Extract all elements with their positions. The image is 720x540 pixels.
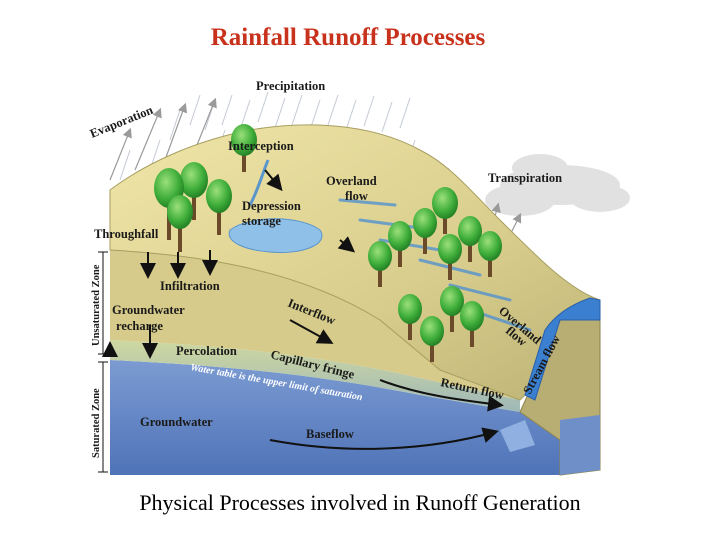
tree-icon [398,294,422,340]
diagram-title: Rainfall Runoff Processes [210,24,486,51]
label-groundwater: Groundwater [140,415,213,429]
label-percolation: Percolation [176,344,237,358]
diagram-caption: Physical Processes involved in Runoff Ge… [139,490,581,515]
label-throughfall: Throughfall [94,227,159,241]
tree-icon [432,187,458,234]
process-arrows [102,169,504,450]
tree-icon [440,286,464,332]
label-groundwater-recharge-line1: Groundwater [112,303,185,317]
tree-icon [478,231,502,277]
trees [154,124,502,362]
tree-icon [231,124,257,172]
tree-icon [368,241,392,287]
tree-icon [388,221,412,267]
evaporation-arrows [109,97,217,181]
label-depression-storage-line2: storage [242,214,281,228]
stream [524,297,601,401]
unsaturated-zone-label: Unsaturated Zone [91,264,102,346]
tree-icon [180,162,208,220]
label-overland-flow-line2: flow [345,189,368,203]
unsaturated-soil [110,250,520,400]
label-groundwater-recharge-line2: recharge [116,319,163,333]
tree-icon [458,216,482,262]
side-groundwater [560,415,600,475]
label-infiltration: Infiltration [160,279,220,293]
saturated-zone-label: Saturated Zone [91,388,102,458]
tree-icon [438,234,462,280]
label-evaporation: Evaporation [88,103,155,141]
depression-storage-channel [248,159,270,206]
tree-icon [413,208,437,254]
tree-icon [167,195,193,252]
zone-indicators [98,251,108,473]
label-overland-flow-line1: Overland [326,174,377,188]
transpiration-cloud [485,154,630,216]
depression-storage-pond [228,218,323,254]
label-precipitation: Precipitation [256,79,325,93]
label-depression-storage-line1: Depression [242,199,301,213]
groundwater-layer [110,360,560,475]
tree-icon [420,316,444,362]
tree-icon [206,179,232,235]
label-transpiration: Transpiration [488,171,562,185]
stream-outflow [500,420,535,452]
label-interception: Interception [228,139,294,153]
capillary-fringe-band [110,340,520,412]
label-baseflow: Baseflow [306,427,354,441]
tree-icon [460,301,484,347]
